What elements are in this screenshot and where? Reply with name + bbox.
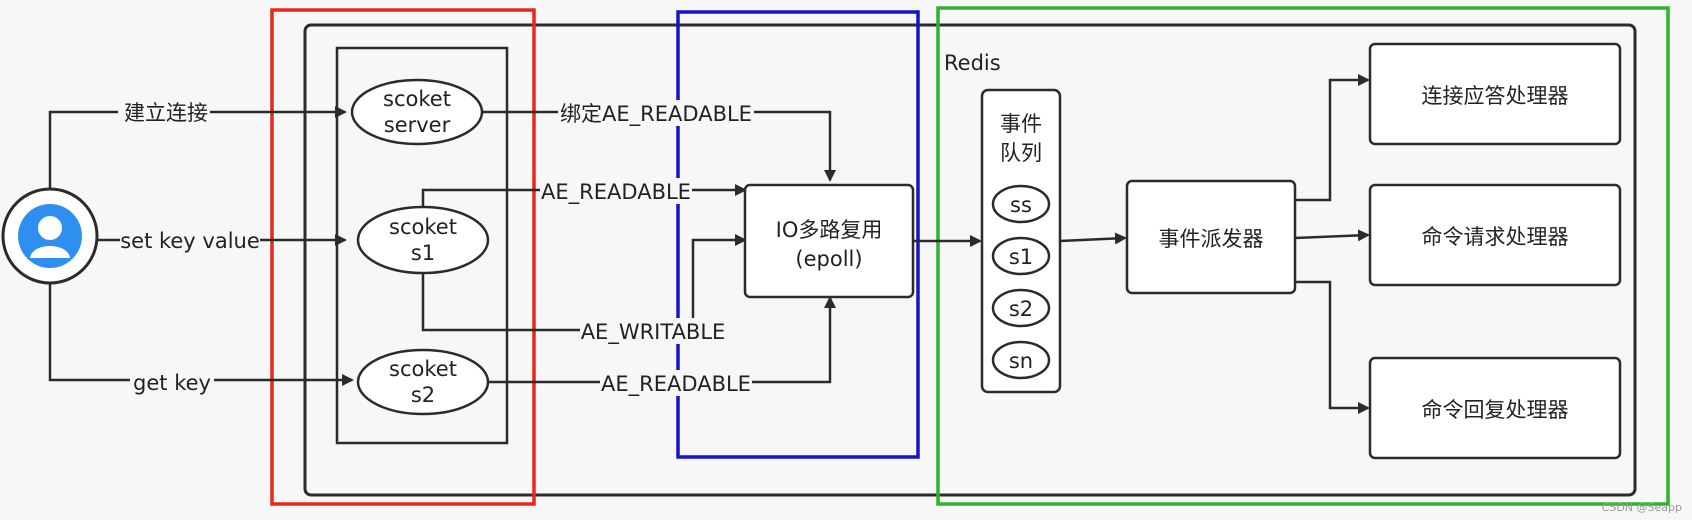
queue-item: ss xyxy=(991,184,1051,224)
queue-item: s1 xyxy=(991,236,1051,276)
redis-region-box xyxy=(936,6,1670,506)
dispatcher-label: 事件派发器 xyxy=(1159,227,1264,251)
edge-queue-to-dispatcher xyxy=(1059,232,1127,245)
queue-label-line2: 队列 xyxy=(1000,141,1042,165)
io-label-line1: IO多路复用 xyxy=(776,218,883,242)
io-multiplexing-region-box xyxy=(676,10,920,459)
redis-title: Redis xyxy=(944,51,1001,75)
io-multiplexing-node: IO多路复用 (epoll) xyxy=(743,183,915,299)
edge-get xyxy=(48,283,354,386)
socket-s1-label-line2: s1 xyxy=(411,241,435,265)
handler-label: 命令请求处理器 xyxy=(1422,225,1569,249)
svg-text:s1: s1 xyxy=(1009,245,1033,269)
event-queue-node: 事件 队列 ss s1 s2 sn xyxy=(980,88,1062,394)
queue-label-line1: 事件 xyxy=(1000,112,1042,136)
watermark: CSDN @Seapp xyxy=(1602,501,1682,514)
edge-label-connect: 建立连接 xyxy=(124,101,208,125)
edge-label-bind-readable: 绑定AE_READABLE xyxy=(560,102,752,127)
event-dispatcher-node: 事件派发器 xyxy=(1125,179,1297,295)
io-label-line2: (epoll) xyxy=(795,247,862,271)
edge-dispatcher-to-handler-2 xyxy=(1294,229,1370,242)
system-frame xyxy=(303,23,1637,497)
socket-server-node: scoket server xyxy=(350,78,484,146)
edge-label-s2-readable: AE_READABLE xyxy=(601,372,751,397)
queue-item: sn xyxy=(991,340,1051,380)
edge-label-set: set key value xyxy=(120,229,260,253)
svg-text:ss: ss xyxy=(1010,193,1032,217)
socket-s1-label-line1: scoket xyxy=(389,215,457,239)
queue-item: s2 xyxy=(991,288,1051,328)
socket-s2-label-line2: s2 xyxy=(411,383,435,407)
handler-node: 连接应答处理器 xyxy=(1368,42,1622,146)
edge-dispatcher-to-handler-3 xyxy=(1295,280,1370,414)
svg-text:s2: s2 xyxy=(1009,297,1033,321)
edge-label-get: get key xyxy=(133,371,211,395)
socket-server-label-line1: scoket xyxy=(383,87,451,111)
edge-connect xyxy=(48,106,347,189)
socket-s2-label-line1: scoket xyxy=(389,357,457,381)
handler-label: 命令回复处理器 xyxy=(1422,398,1569,422)
socket-s2-node: scoket s2 xyxy=(356,348,490,416)
socket-region-box xyxy=(270,8,536,506)
handler-node: 命令请求处理器 xyxy=(1368,183,1622,287)
socket-s1-node: scoket s1 xyxy=(356,205,490,275)
client-node xyxy=(1,187,99,285)
socket-server-label-line2: server xyxy=(384,113,451,137)
edge-label-s1-writable: AE_WRITABLE xyxy=(581,320,726,345)
user-avatar-icon xyxy=(18,204,82,268)
edge-dispatcher-to-handler-1 xyxy=(1295,74,1370,202)
edge-label-s1-readable: AE_READABLE xyxy=(541,180,691,205)
svg-text:sn: sn xyxy=(1009,349,1033,373)
handler-label: 连接应答处理器 xyxy=(1422,84,1569,108)
handler-node: 命令回复处理器 xyxy=(1368,356,1622,460)
